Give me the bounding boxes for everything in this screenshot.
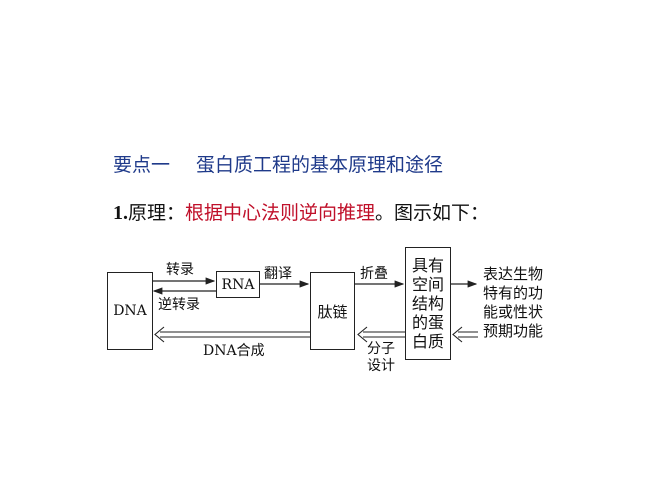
dna-box: DNA (107, 272, 153, 350)
heading-title: 蛋白质工程的基本原理和途径 (196, 154, 444, 176)
molecular-design-label: 分子 设计 (367, 341, 395, 374)
folding-label: 折叠 (360, 266, 388, 282)
principle-line: 1.原理：根据中心法则逆向推理。图示如下： (113, 198, 489, 225)
molecular-design-double-arrow (357, 326, 405, 343)
rna-box: RNA (216, 271, 260, 298)
design-double-arrow (452, 326, 478, 343)
peptide-label: 肽链 (317, 302, 348, 321)
protein-box: 具有 空间 结构 的蛋 白质 (405, 247, 451, 360)
principle-number: 1. (113, 202, 128, 224)
section-heading: 要点一 蛋白质工程的基本原理和途径 (113, 150, 443, 177)
function-output-text: 表达生物 特有的功 能或性状 预期功能 (483, 265, 544, 340)
translation-label: 翻译 (264, 266, 292, 282)
dna-synthesis-label: DNA合成 (203, 343, 265, 359)
peptide-box: 肽链 (310, 272, 355, 350)
transcription-label: 转录 (166, 262, 194, 278)
dna-label: DNA (113, 303, 147, 319)
principle-highlight: 根据中心法则逆向推理 (185, 202, 376, 224)
heading-label: 要点一 (113, 154, 171, 176)
principle-suffix: 。图示如下： (375, 202, 490, 224)
dna-synthesis-double-arrow (154, 326, 310, 343)
reverse-transcription-label: 逆转录 (158, 297, 200, 313)
protein-label: 具有 空间 结构 的蛋 白质 (411, 256, 444, 351)
principle-label: 原理： (128, 202, 186, 224)
rna-label: RNA (221, 276, 255, 293)
